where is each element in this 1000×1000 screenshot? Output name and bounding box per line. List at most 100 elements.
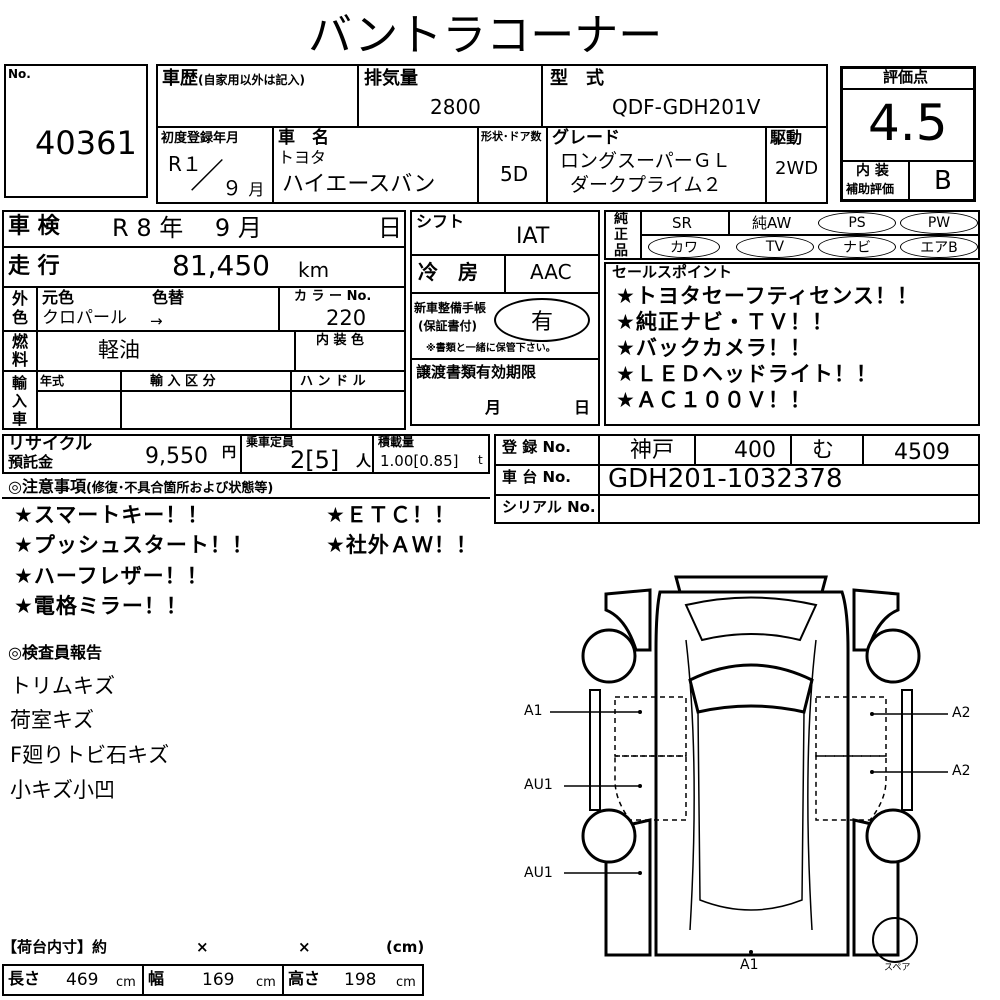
interior-label-1: 内 装 (856, 163, 889, 179)
grade-label: グレード (552, 128, 620, 148)
page-title: バントラコーナー (308, 10, 663, 61)
inspector-item-4: 小キズ小凹 (10, 778, 115, 802)
sales-point-1: ★トヨタセーフティセンス！！ (616, 284, 919, 308)
manual-label-1: 新車整備手帳 (414, 301, 487, 315)
damage-label-a2-lower: A2 (952, 763, 971, 779)
import-side-3: 車 (12, 410, 28, 428)
load-unit: t (478, 453, 483, 467)
lot-label: No. (8, 67, 31, 81)
capacity-label: 乗車定員 (246, 435, 295, 449)
recycle-value: 9,550 (145, 444, 208, 469)
inspector-label: ◎検査員報告 (8, 643, 102, 662)
rating-value: 4.5 (868, 94, 948, 152)
registration-box (494, 434, 980, 524)
sales-point-4: ★ＬＥＤヘッドライト！！ (616, 362, 878, 386)
damage-label-au1-middle: AU1 (524, 777, 553, 793)
note-right-2: ★社外ＡＷ！！ (326, 533, 478, 557)
serial-label: シリアル No. (502, 498, 596, 516)
cargo-box (2, 964, 424, 996)
spec-grid-left (2, 210, 406, 430)
color-orig-value: クロパール (42, 308, 127, 328)
import-side-2: 入 (12, 392, 28, 410)
shift-value: IAT (516, 224, 550, 249)
model-label: 型 式 (550, 68, 604, 89)
interior-value: B (934, 166, 952, 196)
sales-point-5: ★ＡＣ１００Ｖ！！ (616, 388, 812, 412)
cargo-width-label: 幅 (148, 969, 165, 988)
cargo-length: 469 (66, 970, 99, 990)
inspector-item-3: F廻りトビ石キズ (10, 743, 170, 767)
color-orig-label: 元色 (42, 288, 75, 307)
cargo-x2: × (298, 938, 311, 956)
recycle-label-1: リサイクル (8, 434, 93, 454)
cargo-unit: (cm) (386, 938, 425, 956)
option-tv: TV (736, 236, 814, 258)
cargo-height: 198 (344, 970, 377, 990)
option-ps: PS (818, 212, 896, 234)
import-class-label: 輸 入 区 分 (150, 374, 216, 389)
registration-class: 400 (734, 438, 776, 463)
rating-label: 評価点 (883, 68, 929, 86)
spare-label: スペア (884, 963, 911, 973)
drive-value: 2WD (775, 158, 819, 179)
option-leather: カワ (648, 236, 720, 258)
cargo-width-unit: cm (256, 975, 276, 990)
damage-label-a1-left: A1 (524, 703, 543, 719)
registration-number: 4509 (894, 440, 950, 465)
options-side-2: 正 (614, 227, 628, 243)
body-value: 5D (500, 162, 529, 186)
inspector-item-1: トリムキズ (10, 674, 115, 698)
lot-number: 40361 (35, 124, 137, 162)
recycle-row (2, 434, 490, 474)
capacity-value: 2[5] (290, 446, 340, 474)
transfer-day: 日 (574, 398, 591, 417)
manual-value: 有 (494, 298, 590, 342)
registration-kana: む (812, 438, 835, 463)
grade-line2: ダークプライム２ (570, 174, 722, 196)
load-label: 積載量 (378, 435, 415, 449)
first-reg-slash: ／ (190, 157, 224, 197)
car-maker: トヨタ (278, 148, 327, 167)
fuel-value: 軽油 (98, 338, 140, 362)
car-name-label: 車 名 (278, 128, 329, 148)
manual-label-2: (保証書付) (418, 319, 477, 333)
damage-label-a2-upper: A2 (952, 705, 971, 721)
registration-label: 登 録 No. (502, 438, 572, 456)
mileage-value: 81,450 (172, 249, 270, 282)
fuel-side-2: 料 (12, 350, 29, 369)
first-reg-month: ９ 月 (222, 176, 265, 200)
vehicle-damage-diagram (550, 575, 948, 963)
sales-point-2: ★純正ナビ・ＴＶ！！ (616, 310, 834, 334)
grade-line1: ロングスーパーＧＬ (560, 150, 731, 172)
interior-color-label: 内 装 色 (316, 333, 365, 348)
cargo-label: 【荷台内寸】約 (2, 938, 108, 956)
model-value: QDF-GDH201V (612, 95, 761, 119)
color-side-2: 色 (12, 308, 29, 327)
damage-label-a1-rear: A1 (740, 957, 759, 973)
load-value: 1.00[0.85] (380, 452, 459, 470)
mileage-label: 走 行 (8, 254, 60, 279)
car-name-value: ハイエースバン (282, 172, 436, 197)
inspector-item-2: 荷室キズ (10, 708, 94, 732)
notes-label: ◎注意事項(修復･不具合箇所および状態等) (8, 477, 274, 496)
mileage-unit: km (298, 258, 330, 282)
color-change-label: 色替 (152, 288, 185, 307)
first-reg-label: 初度登録年月 (161, 131, 240, 146)
ac-value: AAC (530, 260, 572, 284)
transfer-month: 月 (485, 398, 502, 417)
drive-label: 駆動 (770, 128, 803, 147)
chassis-value: GDH201-1032378 (608, 464, 843, 494)
displacement-label: 排気量 (364, 68, 418, 89)
manual-note: ※書類と一緒に保管下さい。 (426, 343, 556, 354)
cargo-length-label: 長さ (8, 969, 41, 988)
displacement-value: 2800 (430, 95, 481, 119)
option-sr: SR (672, 214, 692, 232)
first-reg-era: R１ (168, 152, 202, 176)
cargo-height-label: 高さ (288, 969, 321, 988)
shift-label: シフト (416, 212, 465, 231)
transfer-label: 譲渡書類有効期限 (416, 363, 537, 381)
body-label: 形状･ドア数 (481, 130, 542, 143)
history-label: 車歴(自家用以外は記入) (162, 68, 305, 89)
cargo-x1: × (196, 938, 209, 956)
ac-label: 冷 房 (418, 260, 478, 284)
